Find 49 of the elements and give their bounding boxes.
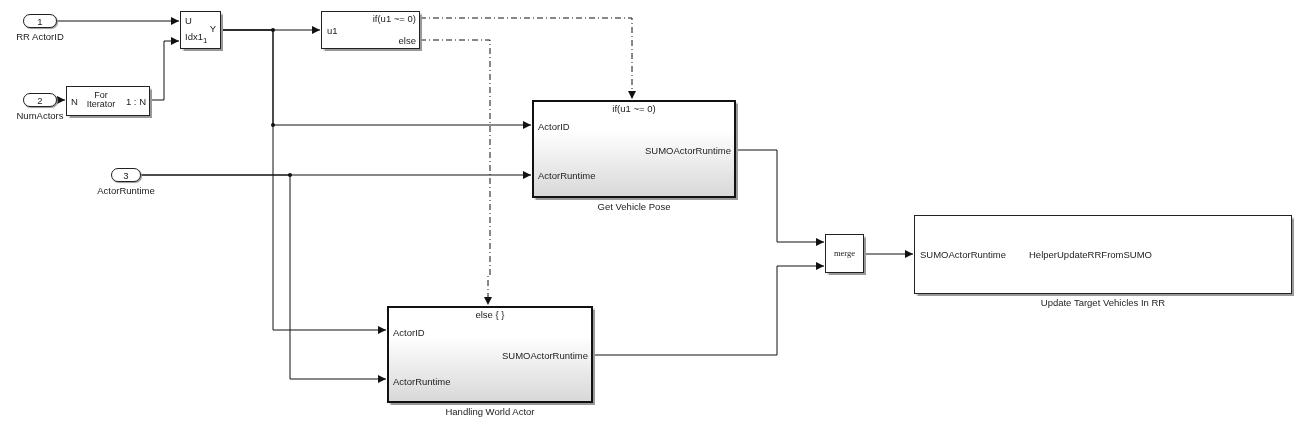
block-label: 2 (37, 94, 43, 106)
block-label: 1 (37, 15, 43, 27)
subsystem-block (387, 306, 593, 403)
port-label: u1 (327, 25, 338, 36)
signal-arrow (149, 37, 180, 101)
port-label: SUMOActorRuntime (644, 145, 731, 156)
port-label: Idx1$_{1}$ (185, 31, 208, 46)
signal-arrow (140, 174, 387, 383)
function-block (914, 215, 1292, 294)
subsystem-block (532, 100, 736, 198)
inport-block (111, 168, 141, 182)
function-block (180, 11, 221, 49)
block-name: NumActors (16, 110, 64, 121)
signal-arrow (863, 250, 914, 258)
port-label: else (398, 35, 416, 46)
function-block (321, 11, 420, 49)
block-label: For Iterator (85, 91, 117, 109)
block-name: Handling World Actor (445, 406, 535, 417)
signal-arrow (735, 149, 825, 246)
block-name: Update Target Vehicles In RR (1040, 297, 1166, 308)
block-label: if(u1 ~= 0) (612, 103, 656, 114)
port-label: ActorID (393, 327, 425, 338)
port-label: ActorRuntime (538, 170, 596, 181)
block-name: Get Vehicle Pose (597, 201, 671, 212)
signal-arrow (56, 96, 66, 104)
block-name: ActorRuntime (97, 185, 155, 196)
port-label: SUMOActorRuntime (920, 249, 1007, 260)
port-label: Y (209, 23, 216, 34)
signal-arrow (592, 262, 825, 356)
port-label: N (71, 96, 78, 107)
dash-dot-arrow (419, 17, 636, 100)
dash-dot-arrow (419, 39, 492, 306)
port-label: ActorRuntime (393, 376, 451, 387)
port-label: if(u1 ~= 0) (372, 13, 416, 24)
inport-block (23, 14, 57, 28)
block-label: merge (833, 248, 856, 259)
signal-arrow (56, 17, 180, 25)
merge-block (825, 234, 864, 273)
port-label: ActorID (538, 121, 570, 132)
port-label: HelperUpdateRRFromSUMO (1029, 249, 1152, 260)
port-label: U (185, 15, 192, 26)
port-label: 1 : N (125, 96, 146, 107)
function-block (66, 86, 150, 116)
block-label: else { } (475, 309, 505, 320)
port-label: SUMOActorRuntime (501, 350, 588, 361)
block-name: RR ActorID (16, 31, 64, 42)
signal-arrow (220, 29, 387, 334)
inport-block (23, 93, 57, 107)
block-label: 3 (123, 169, 129, 181)
